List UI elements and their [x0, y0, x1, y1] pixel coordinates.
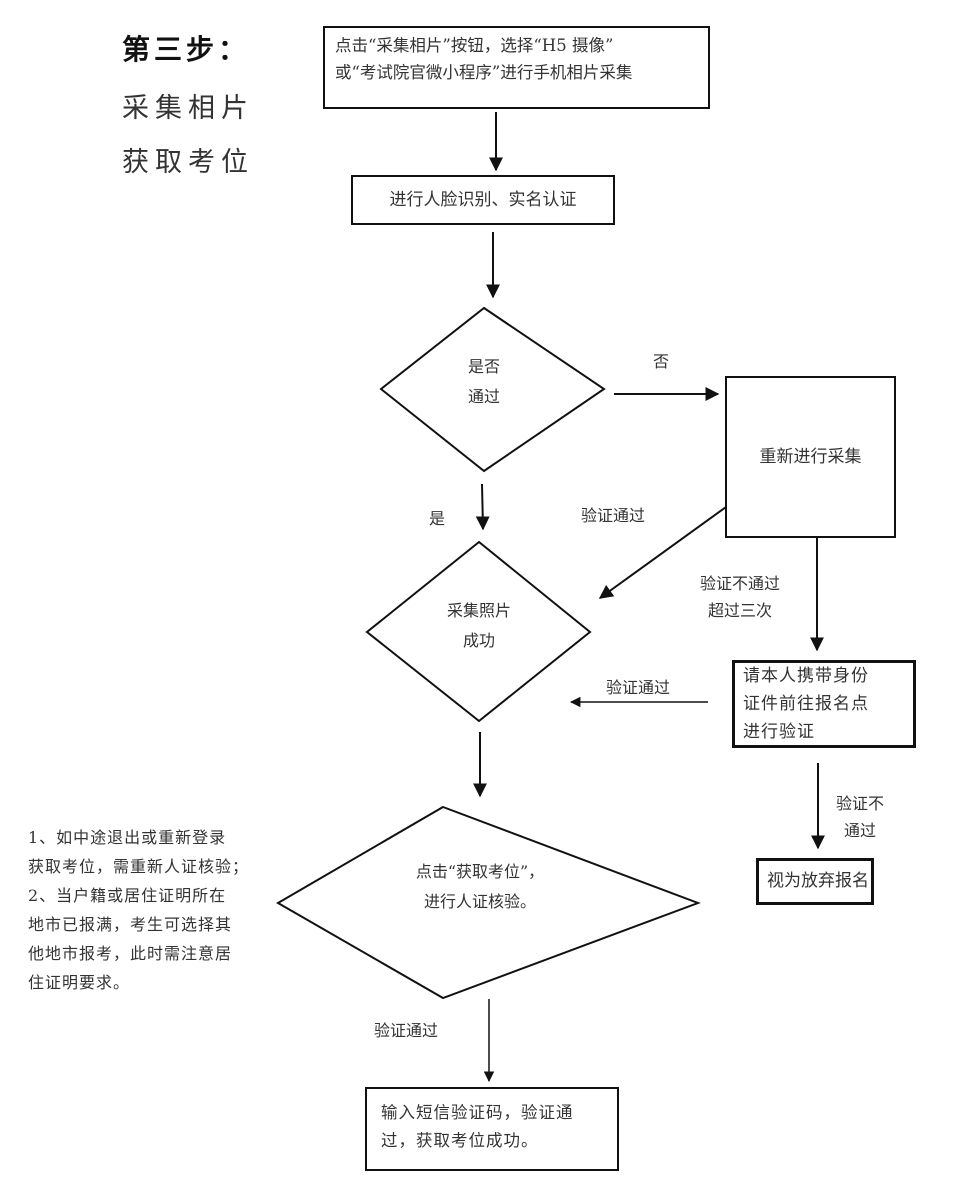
node-sms-success-line-1: 输入短信验证码，验证通 [381, 1103, 574, 1122]
node-face-auth: 进行人脸识别、实名认证 [351, 175, 615, 225]
node-start-line-2: 或“考试院官微小程序”进行手机相片采集 [335, 63, 633, 82]
edge-label-in-person-pass: 验证通过 [606, 678, 671, 697]
note-line-1: 1、如中途退出或重新登录 [28, 828, 227, 847]
node-in-person-line-2: 证件前往报名点 [743, 694, 869, 714]
note-line-6: 住证明要求。 [28, 973, 131, 992]
edge-label-in-person-fail: 验证不 通过 [836, 790, 884, 844]
decision-pass-check-line-1: 是否 [467, 357, 500, 376]
decision-get-seat-line-2: 进行人证核验。 [423, 892, 536, 912]
note-line-4: 地市已报满，考生可选择其 [28, 915, 233, 934]
node-in-person-line-1: 请本人携带身份 [743, 666, 869, 686]
decision-pass-check [379, 306, 606, 473]
node-recollect-text: 重新进行采集 [759, 446, 862, 467]
note-line-2: 获取考位，需重新人证核验； [28, 857, 250, 876]
decision-photo-success [365, 540, 592, 723]
decision-get-seat-line-1: 点击“获取考位”， [415, 862, 545, 881]
node-start-collect-photo: 点击“采集相片”按钮，选择“H5 摄像” 或“考试院官微小程序”进行手机相片采集 [323, 26, 710, 109]
node-abandon: 视为放弃报名 [756, 858, 874, 905]
edge-label-in-person-fail-line-2: 通过 [844, 821, 877, 841]
edge-label-recollect-fail-line-2: 超过三次 [708, 601, 773, 621]
decision-photo-success-line-2: 成功 [462, 631, 495, 651]
decision-photo-success-text: 采集照片 成功 [429, 596, 529, 657]
edge-label-seat-pass: 验证通过 [374, 1021, 439, 1040]
decision-photo-success-line-1: 采集照片 [446, 601, 511, 620]
arrow-recollect-pass-to-photo-success [598, 506, 727, 599]
decision-get-seat [276, 805, 701, 1000]
edge-label-recollect-pass: 验证通过 [581, 506, 646, 525]
step-subtitle-get-seat: 获取考位 [122, 147, 254, 178]
step-subtitle-collect-photo: 采集相片 [122, 93, 254, 124]
node-face-auth-text: 进行人脸识别、实名认证 [389, 189, 577, 210]
node-abandon-text: 视为放弃报名 [767, 871, 869, 892]
edge-label-yes: 是 [429, 509, 446, 528]
decision-pass-check-line-2: 通过 [467, 387, 500, 407]
arrow-yes-to-photo-success [475, 483, 490, 531]
node-in-person-verify: 请本人携带身份 证件前往报名点 进行验证 [732, 660, 916, 748]
note-line-5: 他地市报考，此时需注意居 [28, 944, 233, 963]
node-in-person-line-3: 进行验证 [743, 722, 815, 742]
edge-label-in-person-fail-line-1: 验证不 [836, 794, 885, 813]
node-start-line-1: 点击“采集相片”按钮，选择“H5 摄像” [335, 36, 614, 55]
note-line-3: 2、当户籍或居住证明所在 [28, 886, 227, 905]
node-sms-success: 输入短信验证码，验证通 过，获取考位成功。 [365, 1087, 619, 1171]
decision-get-seat-text: 点击“获取考位”， 进行人证核验。 [380, 857, 580, 918]
edge-label-recollect-fail: 验证不通过 超过三次 [700, 570, 780, 624]
edge-label-no: 否 [653, 352, 670, 371]
step-heading: 第三步： [122, 33, 251, 66]
edge-label-recollect-fail-line-1: 验证不通过 [700, 574, 781, 593]
node-recollect: 重新进行采集 [725, 376, 896, 538]
node-sms-success-line-2: 过，获取考位成功。 [381, 1131, 539, 1150]
decision-pass-check-text: 是否 通过 [444, 352, 524, 413]
notes-block: 1、如中途退出或重新登录 获取考位，需重新人证核验； 2、当户籍或居住证明所在 … [28, 823, 290, 997]
